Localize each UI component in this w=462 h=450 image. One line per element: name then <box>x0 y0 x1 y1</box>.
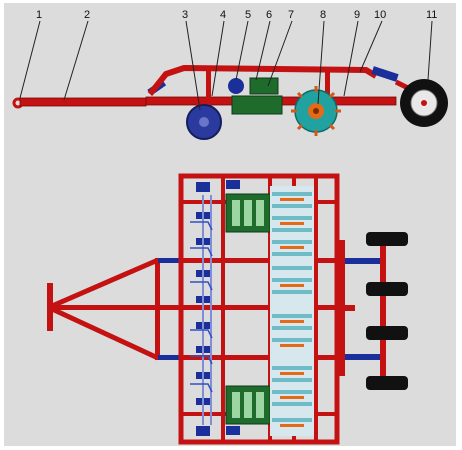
seed-unit-upper <box>225 193 271 233</box>
callout-1: 1 <box>36 9 42 21</box>
rear-arm <box>345 354 385 360</box>
frame-post <box>206 70 211 102</box>
front-mount <box>158 355 182 360</box>
callout-numbers: 1 2 3 4 5 6 7 8 9 10 11 <box>36 9 437 21</box>
top-view <box>47 173 408 445</box>
callout-6: 6 <box>266 9 272 21</box>
callout-5: 5 <box>245 9 251 21</box>
callout-10: 10 <box>374 9 386 21</box>
rear-axle-beam <box>337 240 345 376</box>
seed-tubes <box>202 195 212 425</box>
callout-4: 4 <box>220 9 226 21</box>
rear-cylinder <box>371 66 399 82</box>
callout-11: 11 <box>426 9 437 21</box>
seed-unit-lower <box>225 385 271 425</box>
side-view <box>12 65 448 140</box>
callout-9: 9 <box>354 9 360 21</box>
roller <box>228 78 244 94</box>
hitch-arm-lower <box>50 306 160 361</box>
rear-axle <box>380 240 386 388</box>
drawbar-center <box>50 305 182 310</box>
callout-2: 2 <box>84 9 90 21</box>
transport-wheel-hub <box>421 100 427 106</box>
longitudinal-member <box>314 176 318 442</box>
cross-member <box>181 258 337 263</box>
top-roller <box>226 426 240 435</box>
teal-press-wheel <box>291 86 341 136</box>
front-mount <box>158 258 182 263</box>
callout-3: 3 <box>182 9 188 21</box>
seed-box <box>231 95 283 115</box>
frame-post <box>325 70 330 102</box>
callout-leaders <box>19 20 433 111</box>
green-hopper-unit <box>249 77 279 95</box>
longitudinal-member <box>221 176 225 442</box>
rear-arm <box>345 258 385 264</box>
callout-8: 8 <box>320 9 326 21</box>
top-roller <box>226 180 240 189</box>
cross-member <box>181 355 337 360</box>
drawbar <box>19 97 147 107</box>
rear-wheels <box>366 232 408 390</box>
cross-member <box>181 305 337 310</box>
hitch-side <box>155 258 160 360</box>
front-depth-wheel-hub <box>199 117 209 127</box>
callout-7: 7 <box>288 9 294 21</box>
hitch-arm-upper <box>51 257 159 309</box>
rear-crossbar <box>345 305 355 311</box>
upper-frame-arch <box>147 65 378 96</box>
coulter-arms <box>190 221 213 393</box>
press-wheel-gang <box>270 186 314 436</box>
